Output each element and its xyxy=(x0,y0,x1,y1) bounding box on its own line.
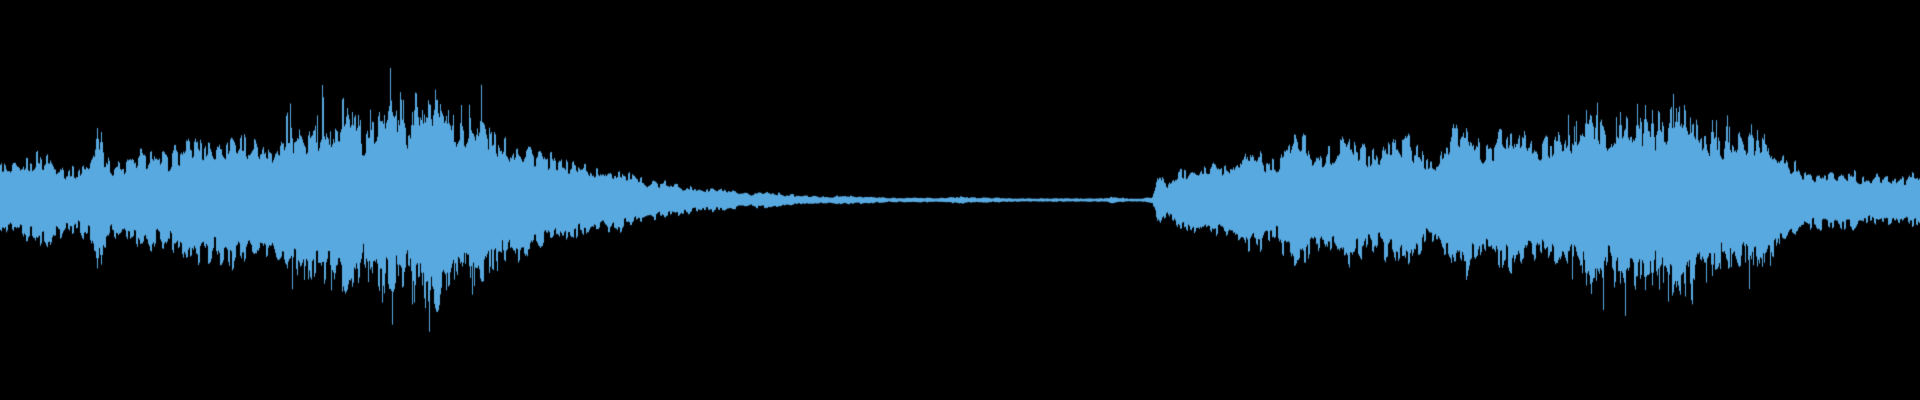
waveform-viewer xyxy=(0,0,1920,400)
audio-waveform[interactable] xyxy=(0,0,1920,400)
